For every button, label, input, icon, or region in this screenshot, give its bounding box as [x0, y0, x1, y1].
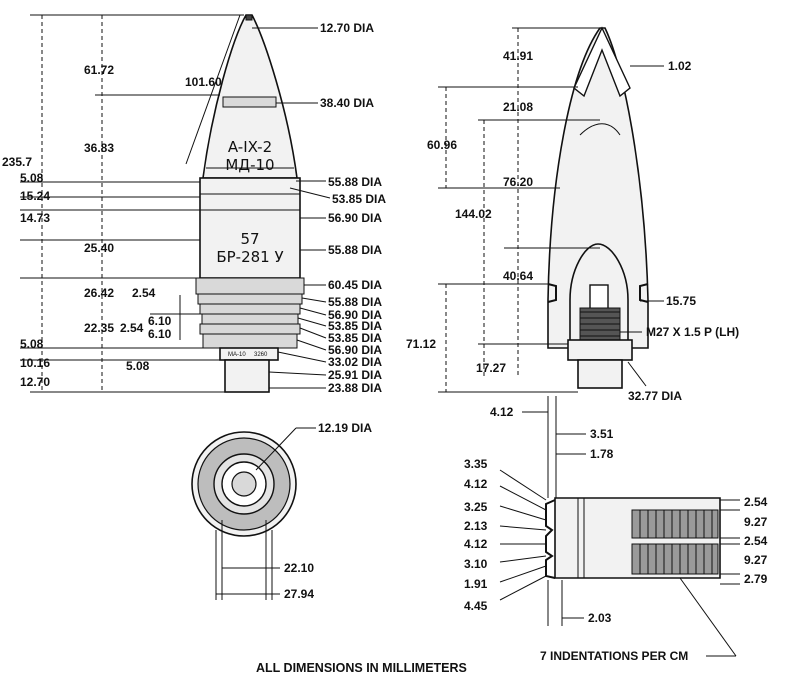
dim-12.70: 12.70 [20, 375, 50, 389]
dim-15.75: 15.75 [666, 294, 696, 308]
detail-view-labels: 4.12 3.51 1.78 3.35 4.12 3.25 2.13 4.12 … [464, 405, 768, 663]
dim-235.7: 235.7 [2, 155, 32, 169]
stamp-line-1: A-IX-2 [228, 138, 272, 156]
dim-40.64: 40.64 [503, 269, 533, 283]
dim-2.13: 2.13 [464, 519, 488, 533]
dim-3.25: 3.25 [464, 500, 488, 514]
dim-1.91: 1.91 [464, 577, 488, 591]
dim-22.35: 22.35 [84, 321, 114, 335]
dim-2.03: 2.03 [588, 611, 612, 625]
dim-5.08-b: 5.08 [20, 337, 44, 351]
dim-32.77-dia: 32.77 DIA [628, 389, 682, 403]
dim-2.54-a: 2.54 [132, 286, 156, 300]
dim-5.08-a: 5.08 [20, 171, 44, 185]
dim-101.60: 101.60 [185, 75, 222, 89]
dim-9.27-b: 9.27 [744, 553, 768, 567]
dim-41.91: 41.91 [503, 49, 533, 63]
left-view-right-labels: 12.70 DIA 38.40 DIA 55.88 DIA 53.85 DIA … [320, 21, 386, 395]
dim-55.88-dia-a: 55.88 DIA [328, 175, 382, 189]
dim-55.88-dia-b: 55.88 DIA [328, 243, 382, 257]
dim-2.54-detail-a: 2.54 [744, 495, 768, 509]
dim-2.54-b: 2.54 [120, 321, 144, 335]
right-view-cutaway [547, 26, 649, 389]
left-view-projectile: A-IX-2 МД-10 57 БР-281 У MA-10 3260 [195, 14, 305, 393]
indentations-note: 7 INDENTATIONS PER CM [540, 649, 688, 663]
stamp-base: MA-10 [228, 352, 246, 358]
dim-55.88-dia-c: 55.88 DIA [328, 295, 382, 309]
dim-10.16: 10.16 [20, 356, 50, 370]
dim-4.45: 4.45 [464, 599, 488, 613]
dim-56.90-dia-c: 56.90 DIA [328, 343, 382, 357]
dim-1.02: 1.02 [668, 59, 692, 73]
dim-2.54-detail-b: 2.54 [744, 534, 768, 548]
left-view-leaders [252, 27, 331, 389]
dim-6.10-a: 6.10 [148, 314, 172, 328]
dim-56.90-dia-a: 56.90 DIA [328, 211, 382, 225]
dim-17.27: 17.27 [476, 361, 506, 375]
dim-4.12-a: 4.12 [464, 477, 488, 491]
stamp-line-4: БР-281 У [216, 248, 283, 266]
dim-4.12-top: 4.12 [490, 405, 514, 419]
dim-21.08: 21.08 [503, 100, 533, 114]
dim-1.78: 1.78 [590, 447, 614, 461]
dim-25.40: 25.40 [84, 241, 114, 255]
left-view-dimension-lines [20, 14, 244, 393]
dim-36.83: 36.83 [84, 141, 114, 155]
dim-25.91-dia: 25.91 DIA [328, 368, 382, 382]
stamp-line-2: МД-10 [225, 156, 274, 174]
dim-53.85-dia-c: 53.85 DIA [328, 331, 382, 345]
detail-view-band [545, 497, 721, 579]
dim-4.12-b: 4.12 [464, 537, 488, 551]
dim-23.88-dia: 23.88 DIA [328, 381, 382, 395]
dim-38.40-dia: 38.40 DIA [320, 96, 374, 110]
dim-6.10-b: 6.10 [148, 327, 172, 341]
dim-2.79: 2.79 [744, 572, 768, 586]
thread-spec: M27 X 1.5 P (LH) [646, 325, 739, 339]
stamp-base-2: 3260 [254, 352, 268, 358]
dim-144.02: 144.02 [455, 207, 492, 221]
dim-61.72: 61.72 [84, 63, 114, 77]
dim-26.42: 26.42 [84, 286, 114, 300]
dim-14.73: 14.73 [20, 211, 50, 225]
dim-53.85-dia-b: 53.85 DIA [328, 319, 382, 333]
dim-12.70-dia: 12.70 DIA [320, 21, 374, 35]
dim-76.20: 76.20 [503, 175, 533, 189]
right-view-dimension-lines [438, 27, 664, 393]
dim-60.45-dia: 60.45 DIA [328, 278, 382, 292]
bottom-view-base: 12.19 DIA 22.10 27.94 [191, 421, 372, 601]
right-view-labels: 1.02 41.91 21.08 60.96 76.20 144.02 40.6… [406, 49, 739, 403]
detail-view-dimension-lines [499, 396, 740, 657]
left-view-left-labels: 61.72 101.60 36.83 235.7 5.08 15.24 14.7… [2, 63, 222, 389]
dim-12.19-dia: 12.19 DIA [318, 421, 372, 435]
dim-3.51: 3.51 [590, 427, 614, 441]
dim-3.10: 3.10 [464, 557, 488, 571]
dim-71.12: 71.12 [406, 337, 436, 351]
dim-27.94: 27.94 [284, 587, 314, 601]
dim-33.02-dia: 33.02 DIA [328, 355, 382, 369]
dim-22.10: 22.10 [284, 561, 314, 575]
dim-53.85-dia-a: 53.85 DIA [332, 192, 386, 206]
stamp-line-3: 57 [240, 230, 259, 248]
dim-56.90-dia-b: 56.90 DIA [328, 308, 382, 322]
dim-15.24: 15.24 [20, 189, 50, 203]
dim-60.96: 60.96 [427, 138, 457, 152]
dim-5.08-c: 5.08 [126, 359, 150, 373]
dim-3.35: 3.35 [464, 457, 488, 471]
units-footer: ALL DIMENSIONS IN MILLIMETERS [256, 661, 467, 675]
dim-9.27-a: 9.27 [744, 515, 768, 529]
